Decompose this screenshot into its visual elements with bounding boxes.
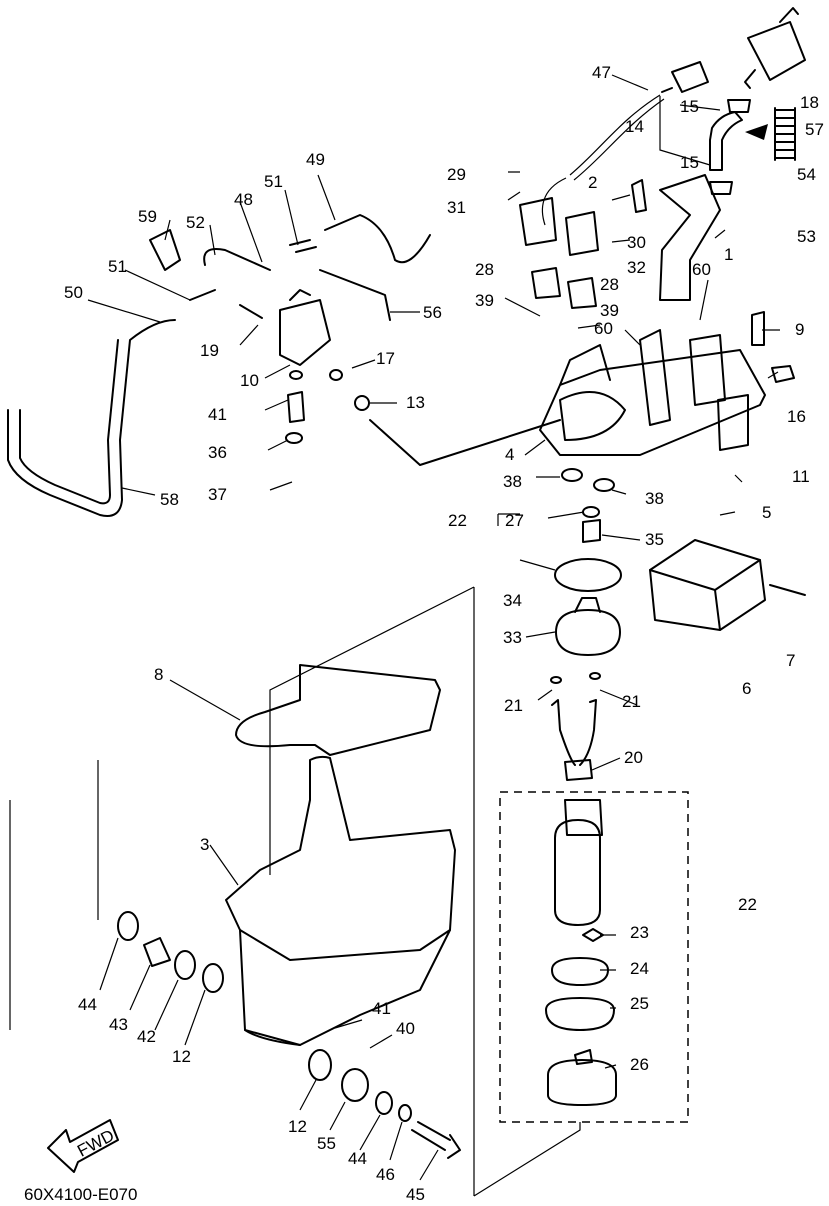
callout: 51 [108,257,127,276]
callout: 25 [630,994,649,1013]
callout: 15 [680,153,699,172]
hose-14-drawing [709,99,751,195]
callout: 56 [423,303,442,322]
callout: 30 [627,233,646,252]
callout: 18 [800,93,819,112]
callout: 1 [724,245,733,264]
ecu-box-drawing [649,539,806,631]
callout: 3 [200,835,209,854]
callout: 2 [588,173,597,192]
callout: 28 [475,260,494,279]
callout: 52 [186,213,205,232]
washer-group-drawing [117,911,461,1159]
callout: 27 [505,511,524,530]
callout: 22 [738,895,757,914]
callout: 42 [137,1027,156,1046]
callout: 21 [504,696,523,715]
callout: 11 [792,467,810,486]
callout: 28 [600,275,619,294]
callout: 16 [787,407,806,426]
callout: 35 [645,530,664,549]
lower-pump-parts-drawing [550,468,622,781]
callout: 4 [505,445,514,464]
callout: 24 [630,959,649,978]
callout: 37 [208,485,227,504]
callout: 34 [503,591,522,610]
callout: 45 [406,1185,425,1204]
callout: 55 [317,1134,336,1153]
callout: 15 [680,97,699,116]
callout: 47 [592,63,611,82]
callout: 39 [600,301,619,320]
callout: 60 [692,260,711,279]
callout: 41 [372,999,391,1018]
callout: 46 [376,1165,395,1184]
callout: 26 [630,1055,649,1074]
callout: 10 [240,371,259,390]
callout: 54 [797,165,816,184]
callout: 36 [208,443,227,462]
callout: 20 [624,748,643,767]
fuel-pump-box-drawing [499,791,689,1123]
callout: 23 [630,923,649,942]
callout: 21 [622,692,641,711]
callout: 5 [762,503,771,522]
separator-body-drawing [225,664,456,1046]
callout: 44 [78,995,97,1014]
callout: 58 [160,490,179,509]
callout: 51 [264,172,283,191]
callout: 39 [475,291,494,310]
callout: 49 [306,150,325,169]
callout: 40 [396,1019,415,1038]
callout: 13 [406,393,425,412]
callout-labels: 1 2 3 4 5 6 7 8 9 10 11 12 12 13 14 15 1… [64,63,824,1204]
callout: 31 [447,198,466,217]
callout: 29 [447,165,466,184]
connector-47-drawing [541,61,709,226]
callout: 22 [448,511,467,530]
diagram-code: 60X4100-E070 [24,1185,137,1204]
regulator-drawing [239,289,561,466]
bracket-1-drawing [519,174,721,309]
callout: 14 [625,117,644,136]
callout: 32 [627,258,646,277]
callout: 17 [376,349,395,368]
callout: 7 [786,651,795,670]
callout: 19 [200,341,219,360]
callout: 33 [503,628,522,647]
callout: 12 [172,1047,191,1066]
callout: 6 [742,679,751,698]
callout: 44 [348,1149,367,1168]
callout: 8 [154,665,163,684]
callout: 50 [64,283,83,302]
callout: 12 [288,1117,307,1136]
callout: 38 [645,489,664,508]
callout: 59 [138,207,157,226]
spring-hose-drawing [745,107,796,161]
callout: 9 [795,320,804,339]
fwd-arrow: FWD [47,1119,119,1173]
fuel-filter-drawing [744,7,806,89]
callout: 43 [109,1015,128,1034]
callout: 53 [797,227,816,246]
vapor-separator-cover-drawing [539,311,795,456]
leader-lines [9,74,780,1197]
callout: 57 [805,120,824,139]
callout: 38 [503,472,522,491]
small-hoses-drawing [149,214,431,321]
callout: 60 [594,319,613,338]
callout: 48 [234,190,253,209]
fwd-label: FWD [74,1126,117,1161]
fuel-hose-58-drawing [7,319,176,517]
callout: 41 [208,405,227,424]
